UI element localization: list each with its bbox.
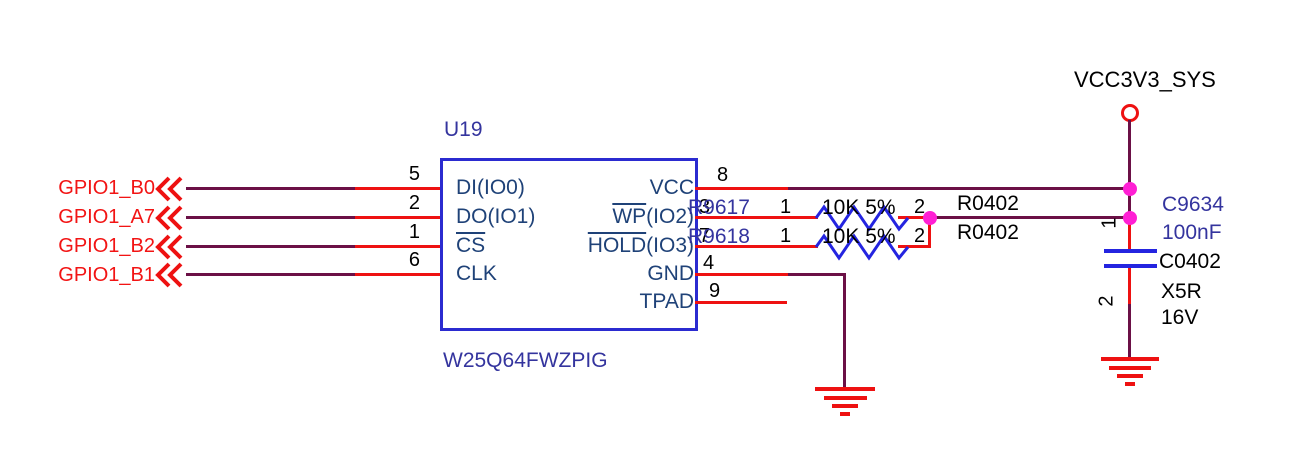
- pin-number-3: 3: [699, 196, 711, 218]
- wire-gnd-drop[interactable]: [843, 275, 846, 388]
- resistor-symbol-r9618[interactable]: [814, 233, 910, 261]
- resistor-refdes[interactable]: R9617: [688, 196, 750, 219]
- capacitor-plate-top[interactable]: [1104, 249, 1157, 253]
- junction-dot: [1123, 211, 1137, 225]
- wire-hold-r-out[interactable]: [898, 245, 931, 248]
- pin-number-7: 7: [699, 225, 711, 247]
- wire-cap-gnd-drop[interactable]: [1128, 304, 1131, 359]
- power-net-label[interactable]: VCC3V3_SYS: [1074, 67, 1216, 92]
- offpage-chevron-icon[interactable]: [155, 205, 184, 231]
- resistor-pin2-number: 2: [914, 225, 926, 247]
- pin-number-9: 9: [709, 280, 721, 302]
- pin-name-do: DO(IO1): [456, 205, 536, 228]
- wire-do-net[interactable]: [186, 216, 355, 219]
- pin-name-cs: CS: [456, 234, 486, 257]
- wire-pullup-net[interactable]: [931, 216, 1130, 219]
- wire-di-stub[interactable]: [355, 187, 440, 190]
- pin-number-5: 5: [408, 163, 420, 185]
- offpage-chevron-icon[interactable]: [155, 234, 184, 260]
- capacitor-pin2-number: 2: [1095, 295, 1118, 307]
- wire-wp-r-out[interactable]: [898, 216, 931, 219]
- wire-hold-stub[interactable]: [695, 245, 818, 248]
- resistor-pin1-number: 1: [780, 225, 792, 247]
- pin-name-hold: HOLD(IO3): [587, 234, 694, 257]
- wire-vcc-net[interactable]: [788, 187, 1130, 190]
- pin-number-2: 2: [408, 192, 420, 214]
- junction-dot: [1123, 182, 1137, 196]
- ic-body[interactable]: [440, 158, 698, 331]
- pin-name-vcc: VCC: [649, 176, 694, 199]
- wire-vcc-stub[interactable]: [695, 187, 788, 190]
- offpage-chevron-icon[interactable]: [155, 176, 184, 202]
- resistor-footprint: R0402: [957, 192, 1019, 215]
- offpage-chevron-icon[interactable]: [155, 262, 184, 288]
- wire-hold-jog[interactable]: [928, 218, 931, 248]
- capacitor-voltage: 16V: [1161, 306, 1199, 329]
- wire-clk-stub[interactable]: [355, 273, 440, 276]
- wire-clk-net[interactable]: [186, 273, 355, 276]
- wire-di-net[interactable]: [186, 187, 355, 190]
- ic-refdes[interactable]: U19: [444, 118, 483, 141]
- pin-name-clk: CLK: [456, 262, 497, 285]
- pin-name-tpad: TPAD: [639, 290, 694, 313]
- port-label-gpio1-a7[interactable]: GPIO1_A7: [58, 206, 155, 228]
- resistor-pin1-number: 1: [780, 196, 792, 218]
- pin-name-di: DI(IO0): [456, 176, 525, 199]
- pin-number-6: 6: [408, 249, 420, 271]
- port-label-gpio1-b1[interactable]: GPIO1_B1: [58, 264, 155, 286]
- capacitor-plate-bottom[interactable]: [1104, 264, 1157, 268]
- wire-cs-net[interactable]: [186, 245, 355, 248]
- pin-number-4: 4: [703, 252, 715, 274]
- port-label-gpio1-b0[interactable]: GPIO1_B0: [58, 177, 155, 199]
- capacitor-value: 100nF: [1162, 221, 1222, 244]
- pin-number-8: 8: [717, 164, 729, 186]
- capacitor-refdes[interactable]: C9634: [1162, 193, 1224, 216]
- ic-part-number: W25Q64FWZPIG: [443, 349, 608, 372]
- pin-name-gnd: GND: [647, 262, 694, 285]
- wire-power-drop[interactable]: [1128, 120, 1131, 219]
- wire-wp-stub[interactable]: [695, 216, 818, 219]
- capacitor-dielectric: X5R: [1161, 280, 1202, 303]
- wire-do-stub[interactable]: [355, 216, 440, 219]
- junction-dot: [923, 211, 937, 225]
- pin-number-1: 1: [408, 221, 420, 243]
- resistor-refdes[interactable]: R9618: [688, 225, 750, 248]
- capacitor-pin1-number: 1: [1098, 217, 1121, 229]
- wire-cap-pin2[interactable]: [1128, 268, 1131, 304]
- capacitor-footprint: C0402: [1159, 250, 1221, 273]
- resistor-pin2-number: 2: [914, 196, 926, 218]
- port-label-gpio1-b2[interactable]: GPIO1_B2: [58, 235, 155, 257]
- wire-gnd-stub[interactable]: [695, 273, 788, 276]
- pin-name-wp: WP(IO2): [612, 205, 694, 228]
- resistor-footprint: R0402: [957, 221, 1019, 244]
- wire-gnd-net[interactable]: [788, 273, 846, 276]
- wire-cap-pin1[interactable]: [1128, 219, 1131, 250]
- wire-tpad-stub[interactable]: [695, 301, 787, 304]
- resistor-value: 10K 5%: [822, 196, 896, 219]
- resistor-symbol-r9617[interactable]: [814, 204, 910, 232]
- resistor-value: 10K 5%: [822, 225, 896, 248]
- wire-cs-stub[interactable]: [355, 245, 440, 248]
